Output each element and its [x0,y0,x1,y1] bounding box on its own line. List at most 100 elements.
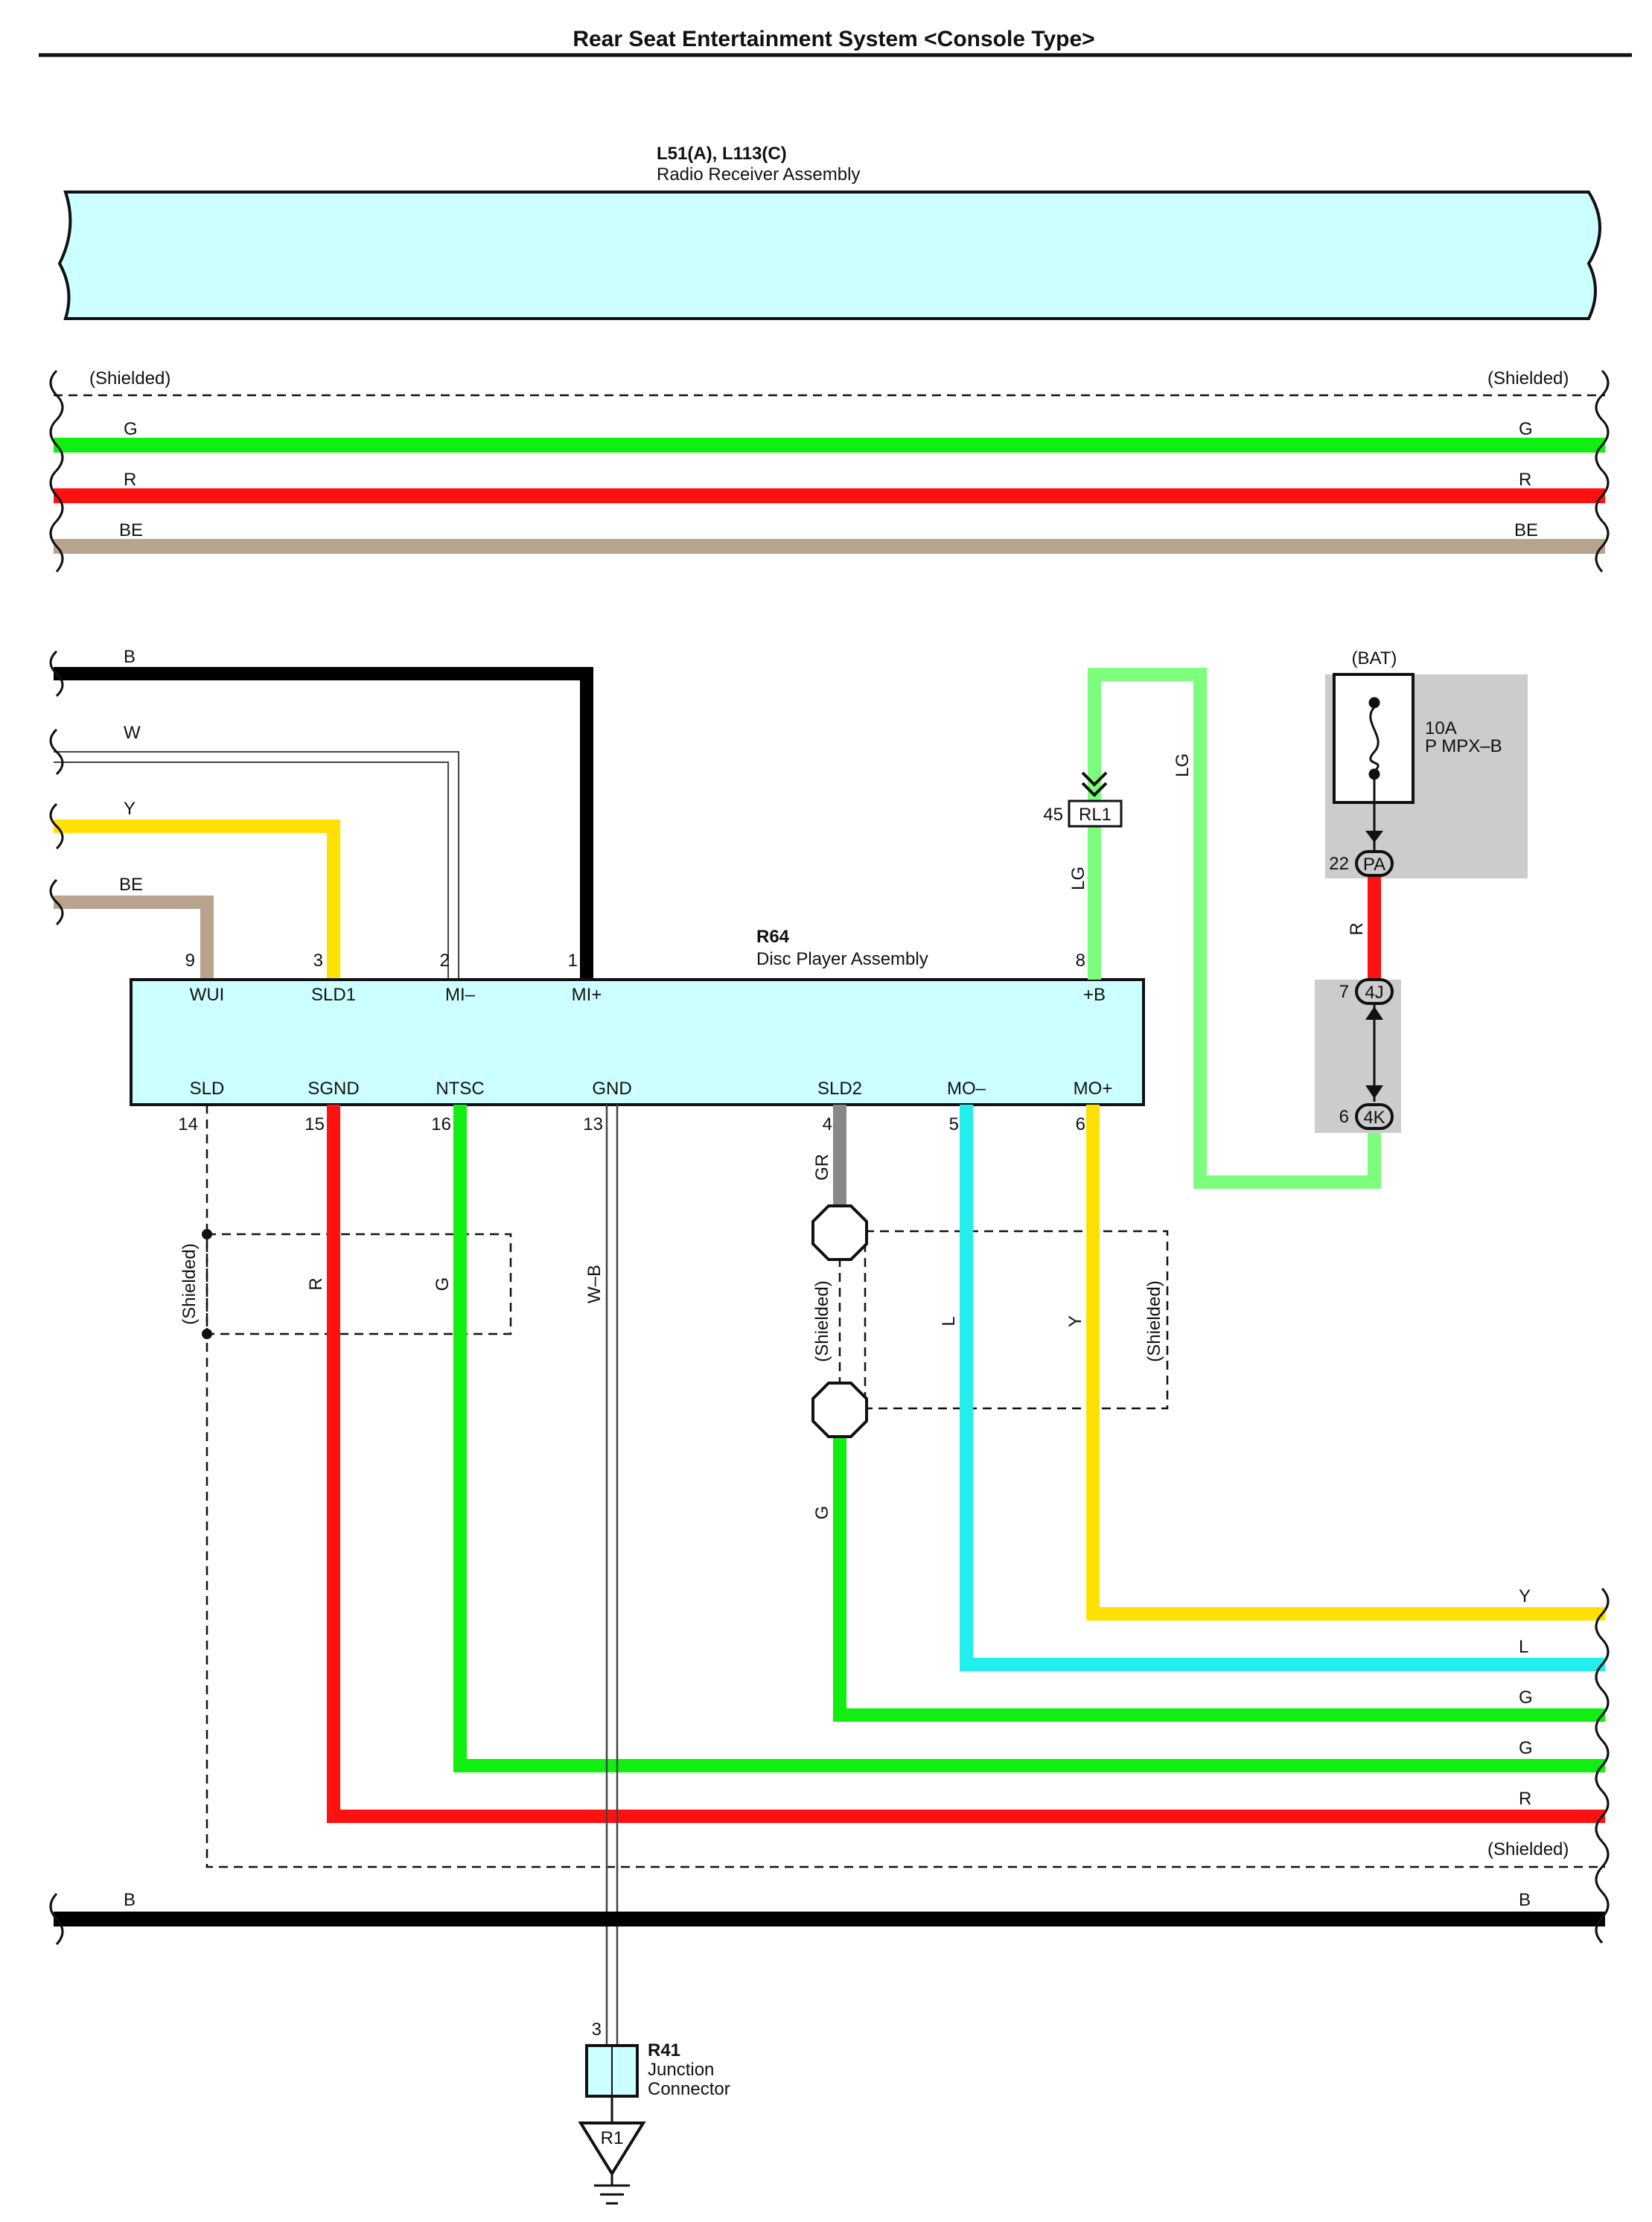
pin-sgnd-num: 15 [304,1114,325,1134]
lg-wire-label-lower: LG [1068,866,1088,890]
rl1-connector [1068,799,1123,828]
top-wire-be-label-left: BE [119,520,143,540]
ground-symbol-icon [594,2174,630,2205]
out-r-label: R [1519,1789,1531,1809]
sgnd-wire [327,1105,1605,1823]
pin-mo-minus-num: 5 [949,1114,959,1134]
ntsc-wire-label: G [433,1277,453,1292]
pin-sld1-name: SLD1 [311,985,356,1005]
top-shielded-label-right: (Shielded) [1487,368,1569,389]
r41-pin: 3 [592,2020,602,2040]
sld2-shield-label: (Shielded) [812,1280,832,1361]
mo-plus-label: Y [1065,1315,1085,1327]
shield-dot-bottom [202,1329,212,1339]
left-wire-w [54,751,459,980]
left-wire-w-inner [54,762,449,980]
pin-gnd-num: 13 [583,1114,603,1134]
right-shield-box [864,1230,1169,1410]
disc-player-name: Disc Player Assembly [756,949,928,969]
lg-wire [1088,668,1381,1189]
pin-gnd-name: GND [592,1079,631,1099]
pin-mi-minus-name: MI– [445,985,476,1005]
rl1-pin: 45 [1043,805,1063,825]
out-shielded-label: (Shielded) [1487,1839,1569,1859]
mo-minus-wire [960,1105,1605,1671]
junction-4j-label: 4J [1365,983,1383,1003]
pin-sld2-name: SLD2 [817,1079,862,1099]
right-output-breaks [1595,1587,1610,1944]
out-y-label: Y [1519,1586,1531,1606]
top-wire-g-label-right: G [1519,419,1533,439]
pa-arrow-icon [1365,831,1383,843]
fuse-name: P MPX–B [1425,736,1502,756]
left-input-breaks [49,650,64,926]
left-shield-label: (Shielded) [179,1243,200,1324]
shield-octagon-top [811,1204,868,1261]
r41-name-1: Junction [648,2060,714,2080]
mo-plus-wire [1086,1105,1605,1621]
junction-4j-pin: 7 [1339,982,1349,1002]
left-wire-y [54,820,340,980]
junction-4j-connector [1355,978,1394,1005]
pin-mo-plus-num: 6 [1076,1114,1085,1134]
pin-wui-name: WUI [190,985,225,1005]
pin-sld2-num: 4 [823,1114,832,1134]
disc-player-box [130,978,1145,1106]
ground-point-icon [578,2122,646,2177]
left-shield-box [205,1233,512,1335]
fuse-rating: 10A [1425,718,1457,738]
sld-shield-line [205,1105,1605,1868]
left-wire-be-label: BE [119,875,143,895]
pin-plus-b-name: +B [1083,985,1106,1005]
bottom-left-break [49,1892,64,1946]
shield-dot-top [202,1229,212,1239]
top-bus-right-breaks [1595,369,1610,572]
bottom-b-label-left: B [124,1890,135,1910]
pin-mi-minus-num: 2 [440,951,450,971]
pin-plus-b-num: 8 [1076,951,1085,971]
sld2-gr-label: GR [812,1154,832,1181]
pa-connector [1355,850,1394,877]
top-wire-g-label-left: G [124,419,138,439]
pin-sld1-num: 3 [313,951,323,971]
pin-mo-plus-name: MO+ [1074,1079,1113,1099]
shield-octagon-bottom [811,1382,868,1438]
left-wire-b [54,667,593,980]
sld2-g-wire [833,1438,1605,1722]
radio-receiver-name: Radio Receiver Assembly [657,165,860,185]
out-g2-label: G [1519,1738,1533,1758]
top-shielded-label-left: (Shielded) [89,368,170,389]
pin-sgnd-name: SGND [307,1079,359,1099]
left-wire-b-label: B [124,647,135,667]
out-b-label: B [1519,1890,1531,1910]
pin-mo-minus-name: MO– [947,1079,986,1099]
pa-label: PA [1363,855,1385,875]
pin-mi-plus-num: 1 [568,951,578,971]
sgnd-wire-label: R [306,1277,326,1290]
ntsc-wire [453,1105,1605,1772]
pin-ntsc-name: NTSC [436,1079,484,1099]
top-wire-r-label-left: R [124,470,136,490]
r41-name-2: Connector [648,2079,730,2099]
pin-mi-plus-name: MI+ [572,985,602,1005]
junction-4k-connector [1355,1103,1394,1130]
left-wire-w-label: W [124,723,141,743]
sld2-g-label: G [812,1506,832,1520]
radio-receiver-ref: L51(A), L113(C) [657,144,787,164]
lg-wire-label-upper: LG [1173,753,1193,777]
top-wire-r-label-right: R [1519,470,1531,490]
top-wire-be-label-right: BE [1514,520,1538,540]
out-g1-label: G [1519,1688,1533,1708]
pin-sld-name: SLD [190,1079,225,1099]
pa-pin: 22 [1329,854,1349,874]
junction-down-arrow-icon [1365,1085,1383,1099]
junction-4k-label: 4K [1363,1108,1385,1128]
radio-receiver-box [57,191,1601,320]
pin-ntsc-num: 16 [431,1114,451,1134]
ground-point-label: R1 [601,2128,624,2148]
junction-4k-pin: 6 [1339,1107,1349,1127]
pin-wui-num: 9 [185,951,195,971]
junction-up-arrow-icon [1365,1006,1383,1020]
gnd-wire-label: W–B [584,1265,605,1303]
